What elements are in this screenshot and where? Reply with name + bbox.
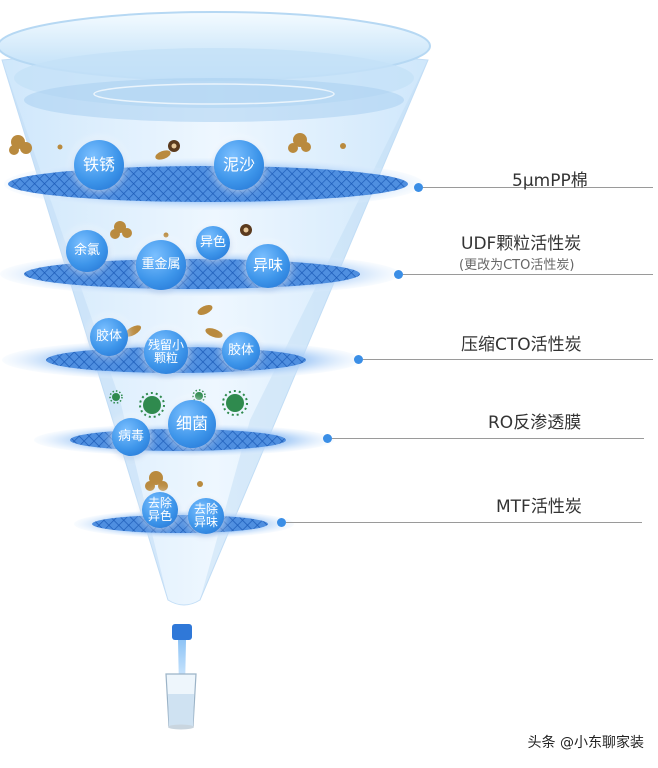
stage-2-marker xyxy=(394,270,403,279)
contaminant-heavy-metals: 重金属 xyxy=(136,240,186,290)
stage-3-leader xyxy=(363,359,653,360)
stage-5-label: MTF活性炭 xyxy=(496,497,582,517)
stage-1-marker xyxy=(414,183,423,192)
stage-5-marker xyxy=(277,518,286,527)
water-glass-icon xyxy=(165,673,197,730)
stage-5-leader xyxy=(286,522,642,523)
contaminant-sand: 泥沙 xyxy=(214,140,264,190)
contaminant-remove-color: 去除异色 xyxy=(142,492,178,528)
contaminant-residual-particles: 残留小颗粒 xyxy=(144,330,188,374)
stage-4-marker xyxy=(323,434,332,443)
sediment-particles xyxy=(9,133,346,491)
contaminant-virus: 病毒 xyxy=(112,418,150,456)
contaminant-bacteria: 细菌 xyxy=(168,400,216,448)
contaminant-odor-taste: 异味 xyxy=(246,244,290,288)
contaminant-colloid-right: 胶体 xyxy=(222,332,260,370)
filter-disc-2 xyxy=(0,252,400,296)
bowl-ripple xyxy=(93,83,335,105)
stage-3-label: 压缩CTO活性炭 xyxy=(461,335,582,355)
stage-4-leader xyxy=(332,438,644,439)
stage-1-label: 5μmPP棉 xyxy=(512,171,588,191)
stage-2-label: UDF颗粒活性炭 xyxy=(461,234,582,254)
nut-debris-icon xyxy=(168,140,252,236)
contaminant-remove-taste: 去除异味 xyxy=(188,498,224,534)
contaminant-colloid-left: 胶体 xyxy=(90,318,128,356)
faucet-nozzle xyxy=(172,624,192,640)
bowl-water-surface xyxy=(24,78,404,122)
contaminant-odor-color: 异色 xyxy=(196,226,230,260)
filter-disc-5 xyxy=(74,510,294,538)
stage-2-sublabel: (更改为CTO活性炭) xyxy=(459,258,575,273)
watermark: 头条 @小东聊家装 xyxy=(527,735,644,751)
stage-1-leader xyxy=(423,187,653,188)
stage-3-marker xyxy=(354,355,363,364)
stage-4-label: RO反渗透膜 xyxy=(488,413,582,433)
germ-icons xyxy=(109,389,248,418)
contaminant-iron-rust: 铁锈 xyxy=(74,140,124,190)
stage-2-leader xyxy=(403,274,653,275)
contaminant-residual-chlorine: 余氯 xyxy=(66,230,108,272)
